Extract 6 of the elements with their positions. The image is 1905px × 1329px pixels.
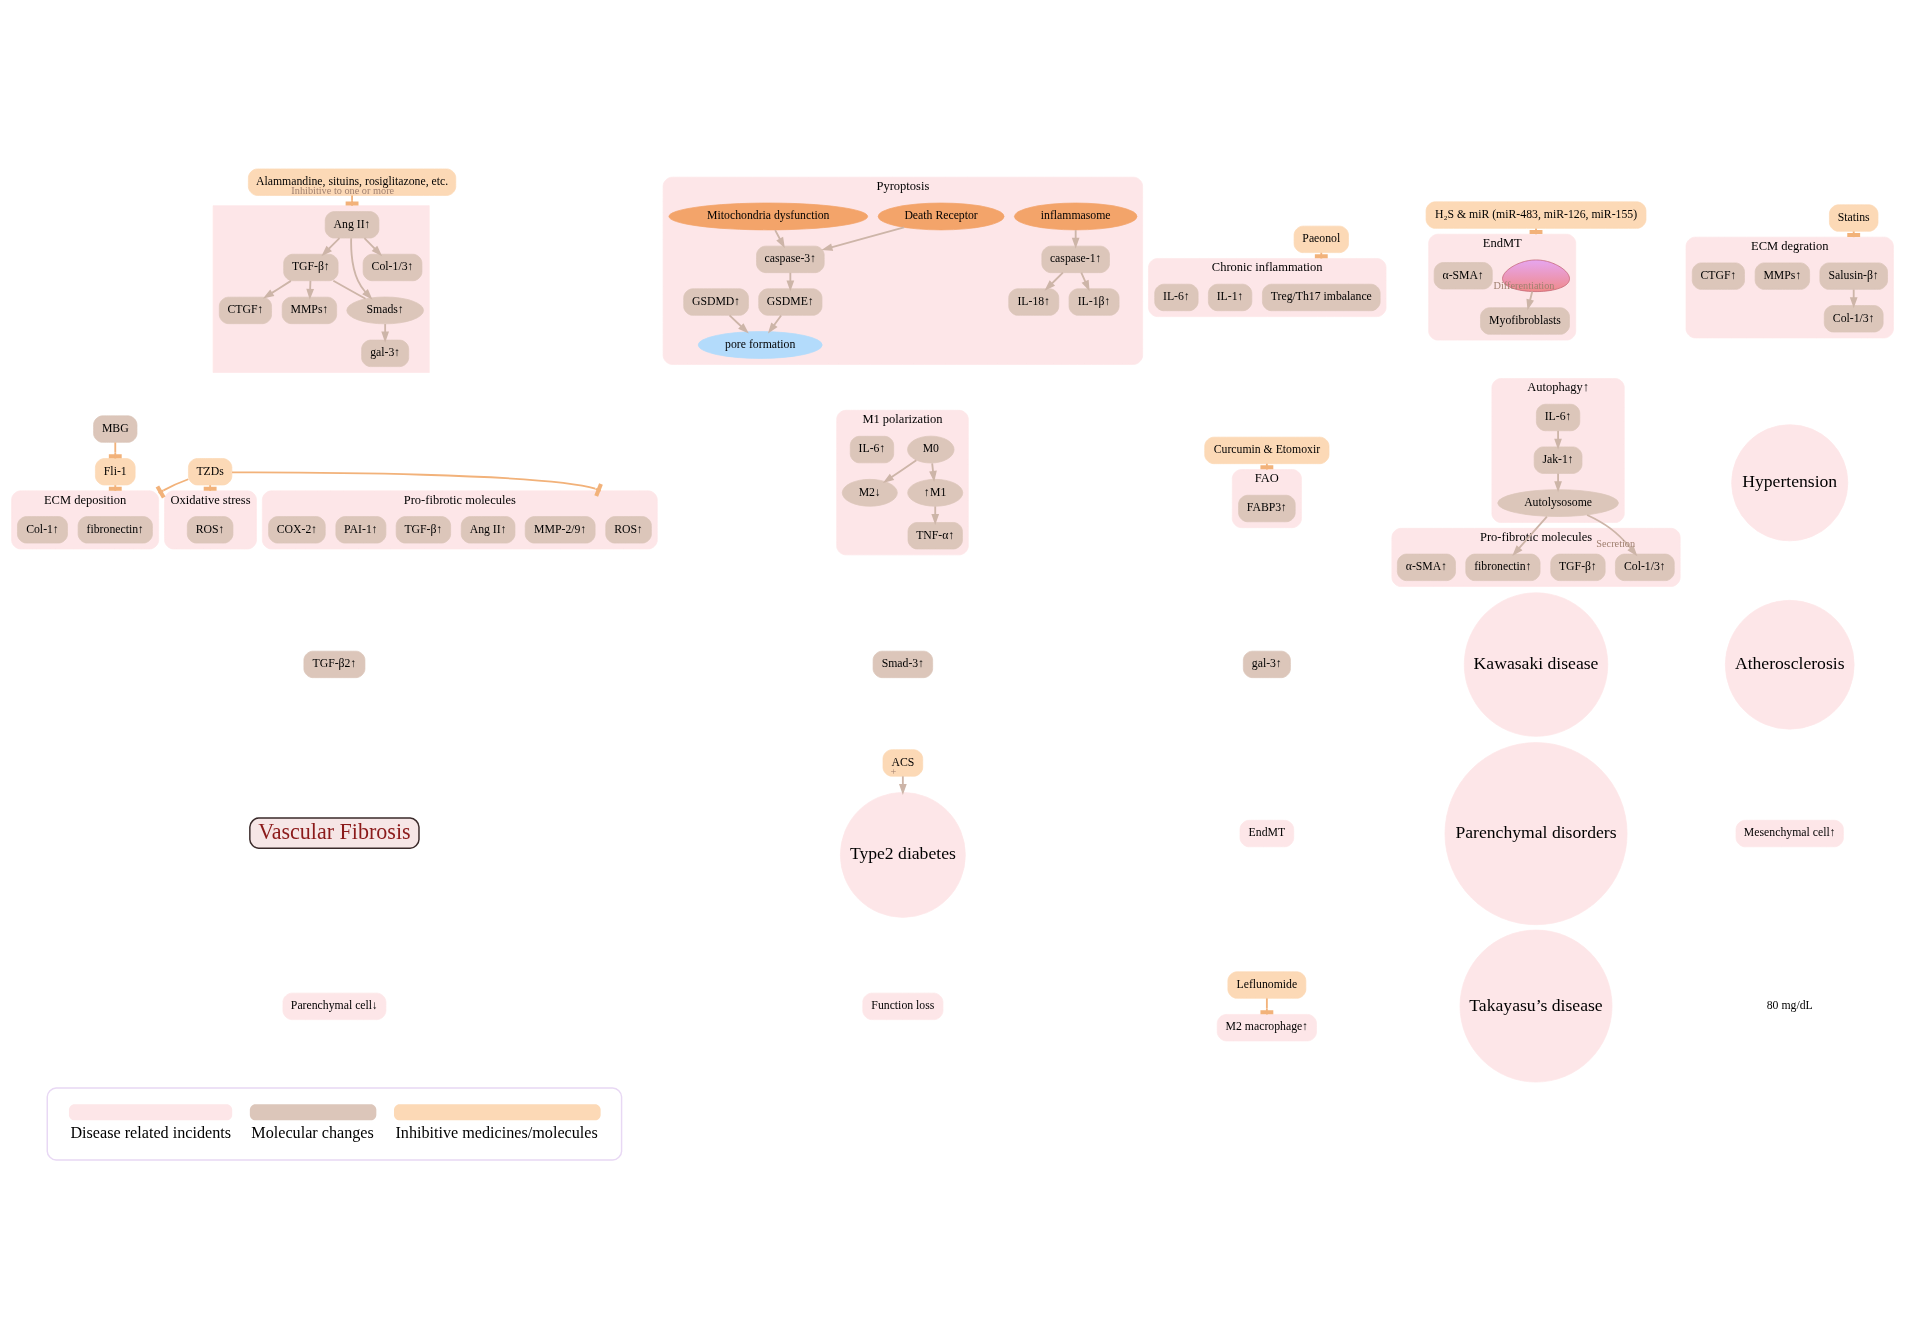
legend-label: Inhibitive medicines/molecules — [395, 1123, 598, 1141]
edge-label: Secretion — [1596, 538, 1636, 550]
label: 80 mg/dL — [1766, 999, 1813, 1013]
legend-label: Molecular changes — [251, 1123, 374, 1141]
edge-label: + — [890, 766, 897, 778]
legend-label: Disease related incidents — [70, 1123, 232, 1141]
